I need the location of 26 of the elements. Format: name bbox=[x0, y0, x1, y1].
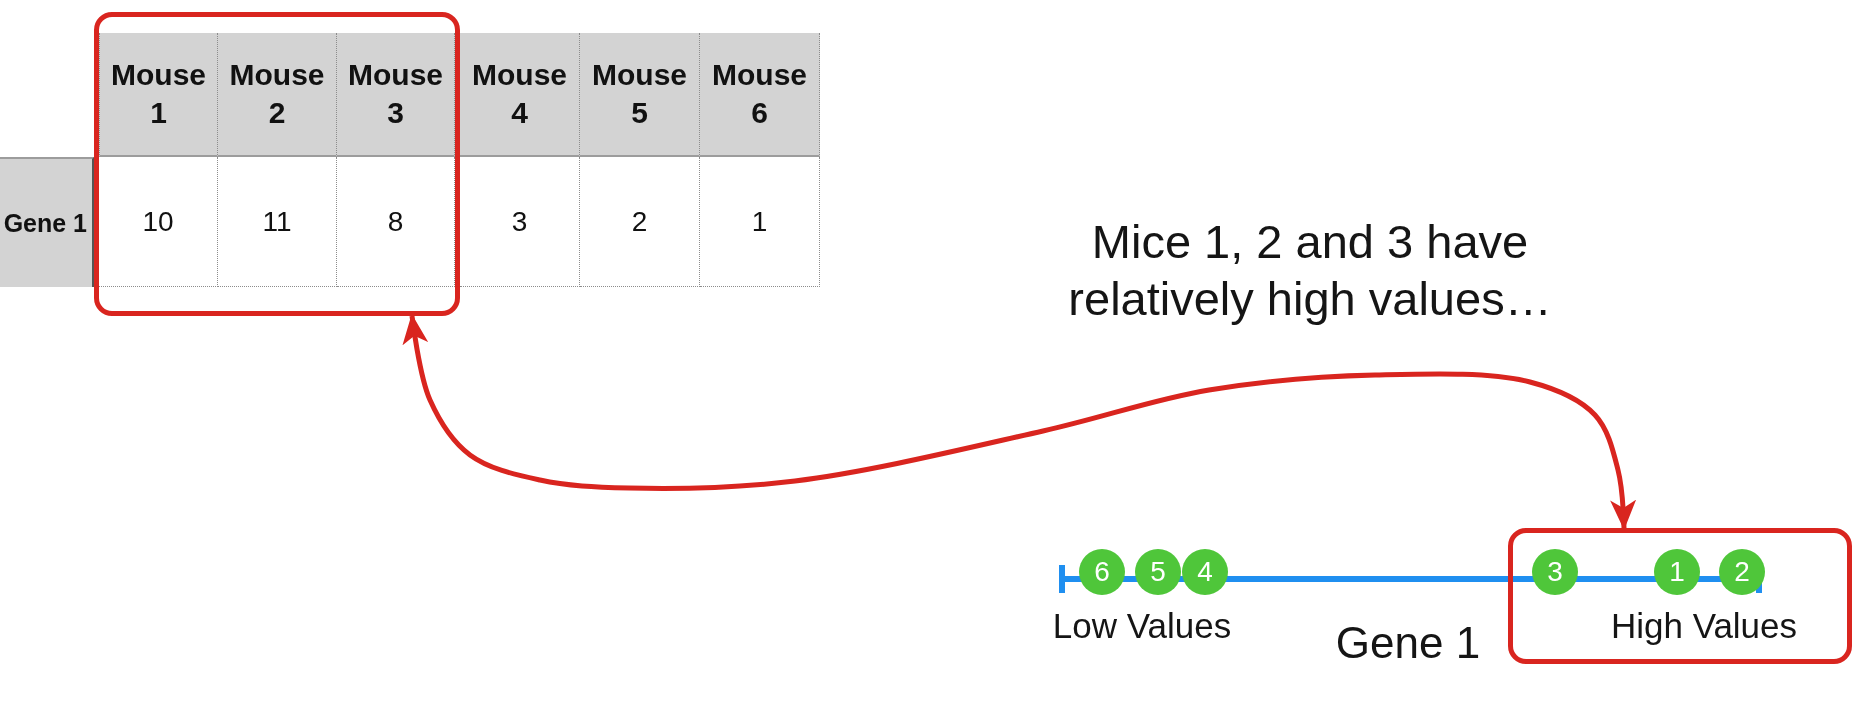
table-cell: 2 bbox=[580, 157, 700, 287]
curved-arrow bbox=[402, 314, 1637, 530]
numbered-point: 1 bbox=[1654, 549, 1700, 595]
numbered-point: 6 bbox=[1079, 549, 1125, 595]
column-header: Mouse 3 bbox=[337, 33, 455, 157]
axis-title: Gene 1 bbox=[1334, 617, 1482, 669]
table-cell: 11 bbox=[218, 157, 337, 287]
axis-end-label: Low Values bbox=[1051, 605, 1233, 647]
row-header: Gene 1 bbox=[0, 157, 94, 287]
axis-end-label: High Values bbox=[1609, 605, 1799, 647]
table-cell: 10 bbox=[99, 157, 218, 287]
table-cell: 3 bbox=[460, 157, 580, 287]
column-header: Mouse 6 bbox=[700, 33, 820, 157]
numbered-point: 5 bbox=[1135, 549, 1181, 595]
table-cell: 1 bbox=[700, 157, 820, 287]
highlight-box bbox=[1508, 528, 1852, 664]
column-header: Mouse 1 bbox=[99, 33, 218, 157]
annotation-text: Mice 1, 2 and 3 have relatively high values… bbox=[1067, 214, 1553, 327]
table-cell: 8 bbox=[337, 157, 455, 287]
column-header: Mouse 5 bbox=[580, 33, 700, 157]
numbered-point: 4 bbox=[1182, 549, 1228, 595]
highlight-box bbox=[94, 12, 460, 316]
column-header: Mouse 4 bbox=[460, 33, 580, 157]
numbered-point: 2 bbox=[1719, 549, 1765, 595]
column-header: Mouse 2 bbox=[218, 33, 337, 157]
numbered-point: 3 bbox=[1532, 549, 1578, 595]
